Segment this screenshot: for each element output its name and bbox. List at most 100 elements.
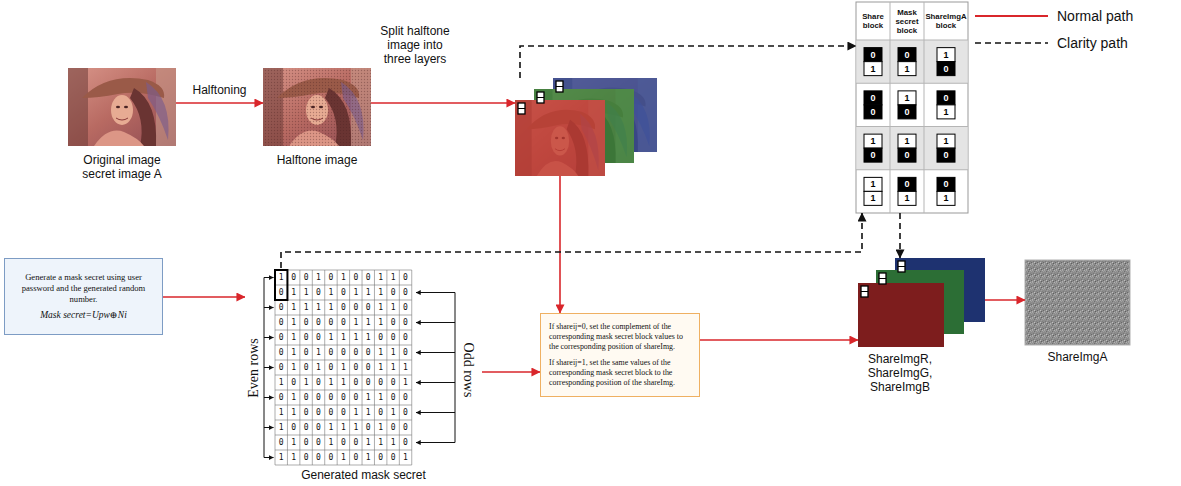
block-bit: 0 <box>898 177 916 191</box>
block-marker <box>537 97 544 98</box>
block-marker <box>898 261 905 272</box>
block-marker <box>518 108 525 109</box>
edge-label: Split halftone image into three layers <box>372 24 458 66</box>
table-row-shade <box>857 127 968 170</box>
block-bit: 0 <box>898 48 916 62</box>
row-arrow <box>264 277 274 278</box>
block-half <box>864 134 882 148</box>
photo <box>263 68 371 146</box>
column-header: Share block <box>856 2 890 40</box>
block-half <box>898 148 916 162</box>
red-layer <box>515 100 605 176</box>
rule-box: If shareij=0, set the complement of the … <box>540 313 700 397</box>
mask-row: 1 0 0 0 1 1 1 0 1 0 0 <box>279 420 410 435</box>
block-half <box>898 91 916 105</box>
mask-row: 1 1 0 0 0 0 1 1 0 1 0 <box>279 405 410 420</box>
photo <box>68 68 176 146</box>
row-arrow <box>264 367 274 368</box>
block-half <box>937 148 955 162</box>
grid-line <box>275 345 412 346</box>
row-arrow <box>264 457 274 458</box>
mask-row: 0 1 0 0 1 0 0 1 1 1 0 <box>279 435 410 450</box>
block-half <box>898 62 916 76</box>
block-half <box>864 177 882 191</box>
block-bit: 1 <box>864 134 882 148</box>
clarity-connector <box>281 213 862 268</box>
process-box: Generate a mask secret using user passwo… <box>4 258 163 335</box>
row-group-label: Odd rows <box>460 320 476 420</box>
row-arrow <box>416 442 455 443</box>
block-half <box>898 191 916 205</box>
table-frame <box>856 2 968 213</box>
table-rule <box>856 126 968 127</box>
image-caption: Halftone image <box>265 153 369 167</box>
box-text: Generate a mask secret using user passwo… <box>12 272 155 305</box>
block-bit: 1 <box>864 191 882 205</box>
column-header: ShareImgA block <box>924 2 968 40</box>
row-arrow <box>416 322 455 323</box>
block-bit: 0 <box>937 91 955 105</box>
image-caption: ShareImgA <box>1026 350 1130 364</box>
table-rule <box>856 169 968 170</box>
grid-line <box>275 450 412 451</box>
block-half <box>898 48 916 62</box>
table-rule <box>856 83 968 84</box>
grid-line <box>275 360 412 361</box>
block-half <box>864 62 882 76</box>
box-text: Mask secret=Upw⊕Ni <box>12 310 155 321</box>
block-half <box>864 48 882 62</box>
red-layer <box>858 283 944 347</box>
block-bit: 0 <box>898 105 916 119</box>
mask-row: 0 1 1 0 1 0 1 1 1 0 0 <box>279 285 410 300</box>
block-half <box>898 134 916 148</box>
layer-photo <box>515 100 605 176</box>
image-panel: Halftone image <box>263 68 371 146</box>
legend-sample <box>975 15 1048 17</box>
grid-line <box>275 285 412 286</box>
block-bit: 1 <box>864 177 882 191</box>
normal-connector <box>700 339 858 341</box>
grid-line <box>275 330 412 331</box>
block-bit: 0 <box>937 177 955 191</box>
legend-sample <box>975 42 1048 44</box>
block-marker <box>861 291 868 292</box>
mask-row: 0 1 0 1 0 0 0 0 1 1 0 <box>279 345 410 360</box>
legend-text: Clarity path <box>1057 35 1128 51</box>
block-bit: 1 <box>898 91 916 105</box>
row-arrow <box>264 427 274 428</box>
grid-line <box>275 300 412 301</box>
block-half <box>937 62 955 76</box>
block-bit: 1 <box>937 105 955 119</box>
legend-entry: Clarity path <box>1057 35 1128 51</box>
legend-entry: Normal path <box>1057 8 1133 24</box>
block-bit: 1 <box>937 134 955 148</box>
block-bit: 1 <box>937 48 955 62</box>
column-header: Mask secret block <box>890 2 924 40</box>
mask-row: 0 1 0 1 0 1 0 0 1 1 1 <box>279 360 410 375</box>
table-rule <box>890 2 891 213</box>
block-half <box>898 105 916 119</box>
block-bit: 0 <box>937 148 955 162</box>
block-bit: 0 <box>864 148 882 162</box>
block-bit: 0 <box>864 48 882 62</box>
grid-line <box>275 315 412 316</box>
row-arrow <box>416 292 455 293</box>
normal-connector <box>482 371 540 373</box>
row-arrow <box>264 337 274 338</box>
mask-row: 0 1 0 0 1 1 1 1 0 0 0 <box>279 330 410 345</box>
block-half <box>864 91 882 105</box>
box-text: If shareij=0, set the complement of the … <box>549 322 691 352</box>
block-half <box>937 177 955 191</box>
block-bit: 1 <box>937 191 955 205</box>
normal-connector <box>163 296 245 298</box>
grid-line <box>275 420 412 421</box>
block-marker <box>537 92 544 103</box>
table-rule <box>856 40 968 41</box>
row-arrow <box>264 397 274 398</box>
edge-label: Halftoning <box>176 83 263 97</box>
block-marker <box>861 286 868 297</box>
mask-row: 1 0 1 0 1 1 0 0 0 0 1 <box>279 375 410 390</box>
block-marker <box>879 273 886 284</box>
row-bracket <box>455 293 456 443</box>
